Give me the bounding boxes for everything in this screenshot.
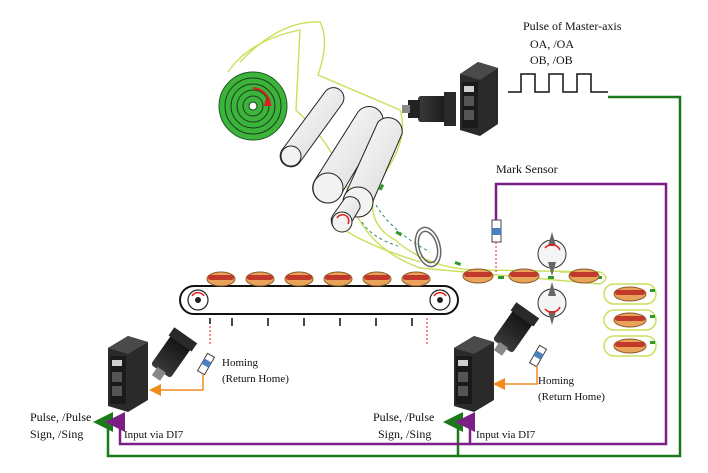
output-hotdogs: [462, 268, 600, 284]
left-sign-label: Sign, /Sing: [30, 427, 83, 441]
guide-ring: [414, 226, 442, 268]
master-servo-motor: [402, 92, 456, 126]
mark-sensor-label: Mark Sensor: [496, 162, 558, 176]
ob-label: OB, /OB: [530, 53, 573, 67]
mark-sensor: [491, 219, 502, 272]
left-homing-sensor: [196, 352, 216, 376]
left-homing-label-2: (Return Home): [222, 373, 289, 385]
right-servo-drive: [454, 336, 494, 412]
web-dashes: [361, 204, 431, 253]
infeed-hotdogs: [206, 271, 431, 287]
pulse-waveform: [508, 73, 608, 93]
right-sign-label: Sign, /Sing: [378, 427, 431, 441]
material-roll: [218, 71, 288, 141]
right-di-label: Input via DI7: [476, 429, 536, 441]
right-pulse-label: Pulse, /Pulse: [373, 410, 434, 424]
cutter-rollers: [537, 232, 567, 325]
right-homing-sensor: [528, 344, 548, 368]
left-di-label: Input via DI7: [124, 429, 184, 441]
left-servo-drive: [108, 336, 148, 412]
right-servo-motor: [493, 302, 540, 356]
roller-group: [279, 87, 403, 233]
right-homing-arrow: [493, 366, 538, 390]
oa-label: OA, /OA: [530, 37, 574, 51]
purple-wire-left: [105, 412, 470, 446]
green-wire-left: [93, 412, 458, 458]
left-homing-label: Homing: [222, 357, 259, 369]
left-servo-motor: [151, 327, 198, 381]
purple-wire-right: [455, 182, 668, 446]
infeed-conveyor: [179, 285, 459, 345]
master-servo-drive: [460, 62, 498, 136]
pulse-title: Pulse of Master-axis: [523, 19, 622, 33]
wrapped-hotdogs: [603, 283, 657, 357]
right-homing-label: Homing: [538, 375, 575, 387]
left-pulse-label: Pulse, /Pulse: [30, 410, 91, 424]
left-homing-arrow: [149, 374, 204, 396]
right-homing-label-2: (Return Home): [538, 391, 605, 403]
